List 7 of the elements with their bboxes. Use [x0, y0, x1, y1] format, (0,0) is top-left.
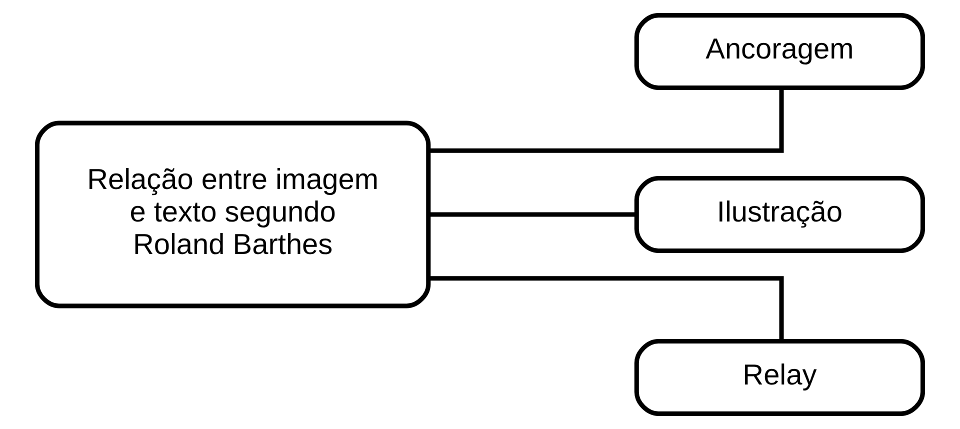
- connector: [428, 276, 784, 342]
- node-box: Relay: [634, 339, 926, 416]
- connector: [428, 88, 784, 153]
- node-box: Ilustração: [634, 176, 926, 253]
- node-box: Ancoragem: [634, 13, 926, 90]
- node-box: Relação entre imagem e texto segundo Roland Barthes: [34, 120, 431, 308]
- connector: [428, 212, 637, 217]
